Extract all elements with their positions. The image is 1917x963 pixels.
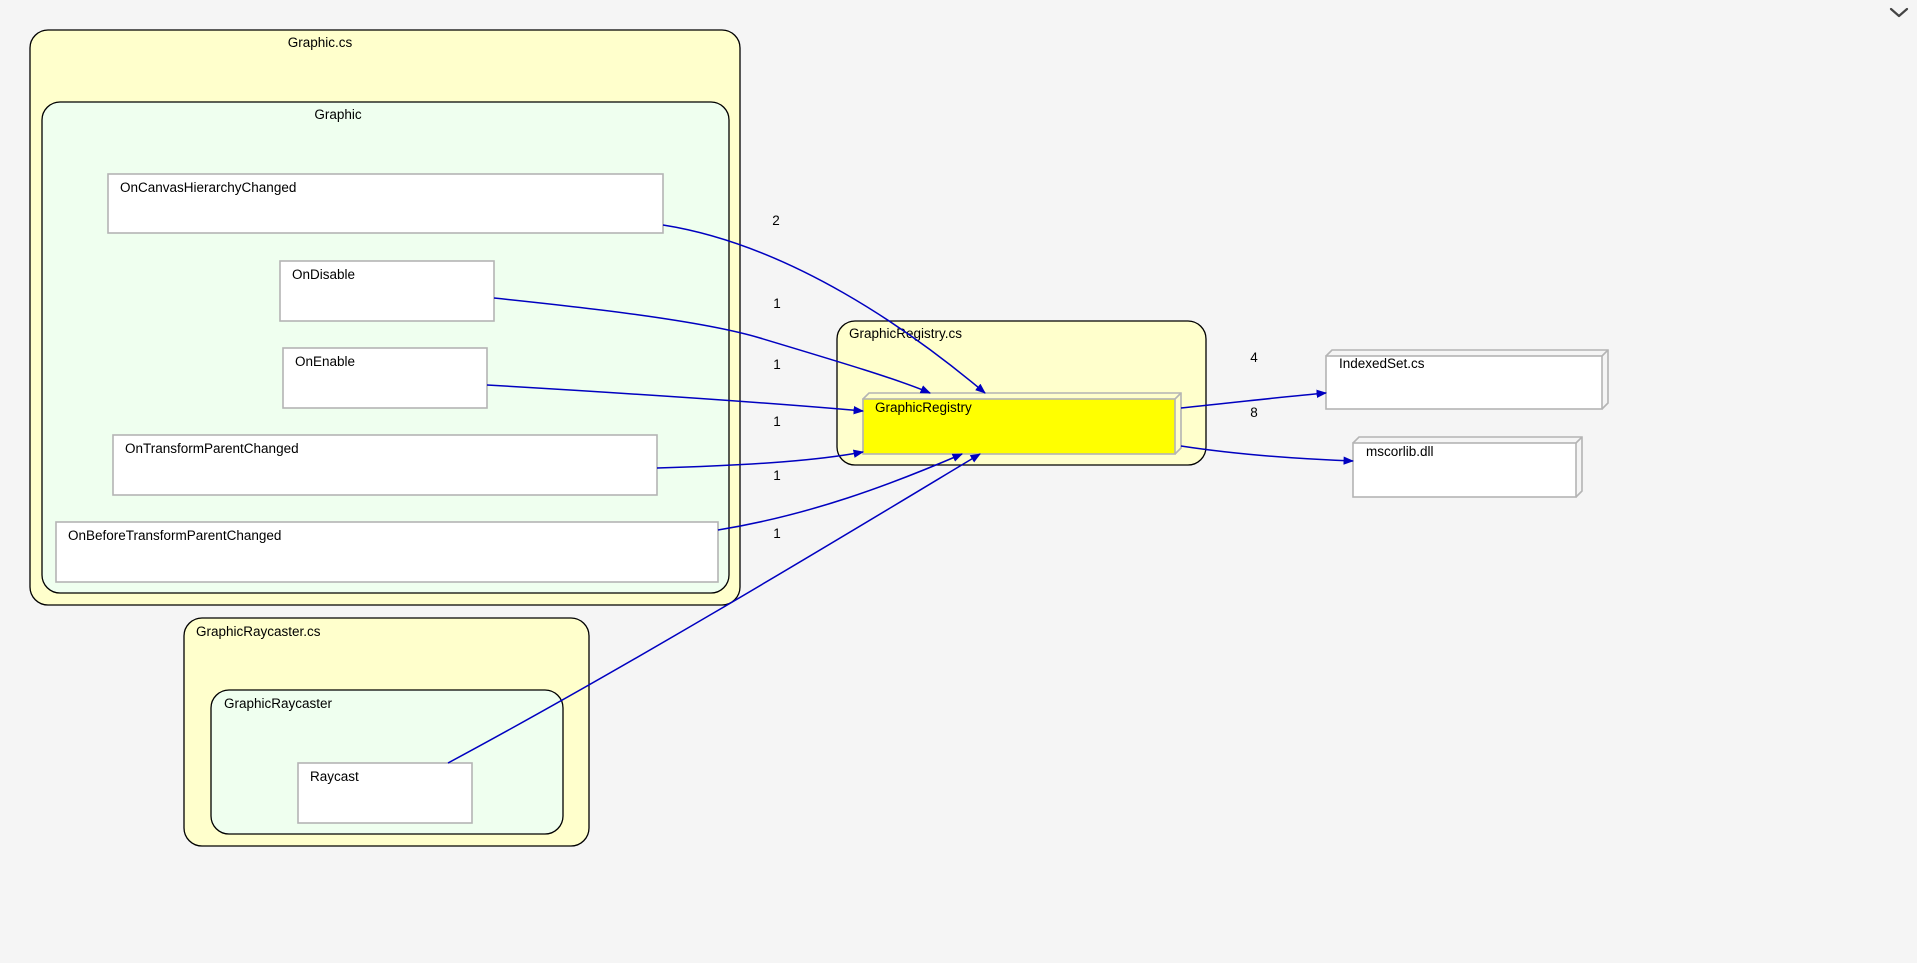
edge-label-on-before-transform-parent-changed: 1 — [773, 468, 781, 483]
edge-label-raycast: 1 — [773, 526, 781, 541]
class-graphic-registry-label: GraphicRegistry — [875, 400, 972, 415]
edge-label-on-disable: 1 — [773, 296, 781, 311]
collapse-button[interactable] — [1881, 0, 1917, 26]
member-raycast[interactable]: Raycast — [297, 762, 473, 824]
member-on-enable-label: OnEnable — [295, 354, 355, 369]
edge-on-canvas-hierarchy-changed — [662, 224, 986, 394]
member-on-disable[interactable]: OnDisable — [279, 260, 495, 322]
member-on-canvas-hierarchy-changed[interactable]: OnCanvasHierarchyChanged — [107, 173, 664, 234]
file-graphic-raycaster-cs-label: GraphicRaycaster.cs — [196, 624, 321, 639]
file-graphic-cs-label: Graphic.cs — [288, 35, 353, 50]
class-graphic-label: Graphic — [314, 107, 362, 122]
edge-label-indexed-set: 4 — [1250, 350, 1258, 365]
edge-on-before-transform-parent-changed — [717, 453, 963, 531]
file-graphic-registry-cs-label: GraphicRegistry.cs — [849, 326, 962, 341]
external-mscorlib[interactable]: mscorlib.dll — [1352, 436, 1583, 498]
edge-on-transform-parent-changed — [656, 449, 865, 469]
member-on-transform-parent-changed-label: OnTransformParentChanged — [125, 441, 299, 456]
edge-label-mscorlib: 8 — [1250, 405, 1258, 420]
edge-label-on-canvas-hierarchy-changed: 2 — [772, 213, 780, 228]
member-on-before-transform-parent-changed[interactable]: OnBeforeTransformParentChanged — [55, 521, 719, 583]
edge-indexed-set — [1180, 389, 1328, 409]
edge-on-enable — [486, 384, 865, 415]
member-on-before-transform-parent-changed-label: OnBeforeTransformParentChanged — [68, 528, 281, 543]
chevron-down-icon — [1889, 7, 1909, 18]
class-graphic-registry[interactable]: GraphicRegistry — [862, 392, 1182, 455]
edge-label-on-transform-parent-changed: 1 — [773, 414, 781, 429]
edge-mscorlib — [1180, 445, 1355, 465]
edge-label-on-enable: 1 — [773, 357, 781, 372]
class-graphic-raycaster-label: GraphicRaycaster — [224, 696, 333, 711]
member-on-enable[interactable]: OnEnable — [282, 347, 488, 409]
member-on-transform-parent-changed[interactable]: OnTransformParentChanged — [112, 434, 658, 496]
external-indexed-set[interactable]: IndexedSet.cs — [1325, 349, 1609, 410]
edge-raycast — [447, 453, 981, 764]
external-mscorlib-label: mscorlib.dll — [1366, 444, 1434, 459]
external-indexed-set-label: IndexedSet.cs — [1339, 356, 1425, 371]
member-on-canvas-hierarchy-changed-label: OnCanvasHierarchyChanged — [120, 180, 296, 195]
member-on-disable-label: OnDisable — [292, 267, 355, 282]
edge-on-disable — [493, 297, 931, 394]
member-raycast-label: Raycast — [310, 769, 359, 784]
